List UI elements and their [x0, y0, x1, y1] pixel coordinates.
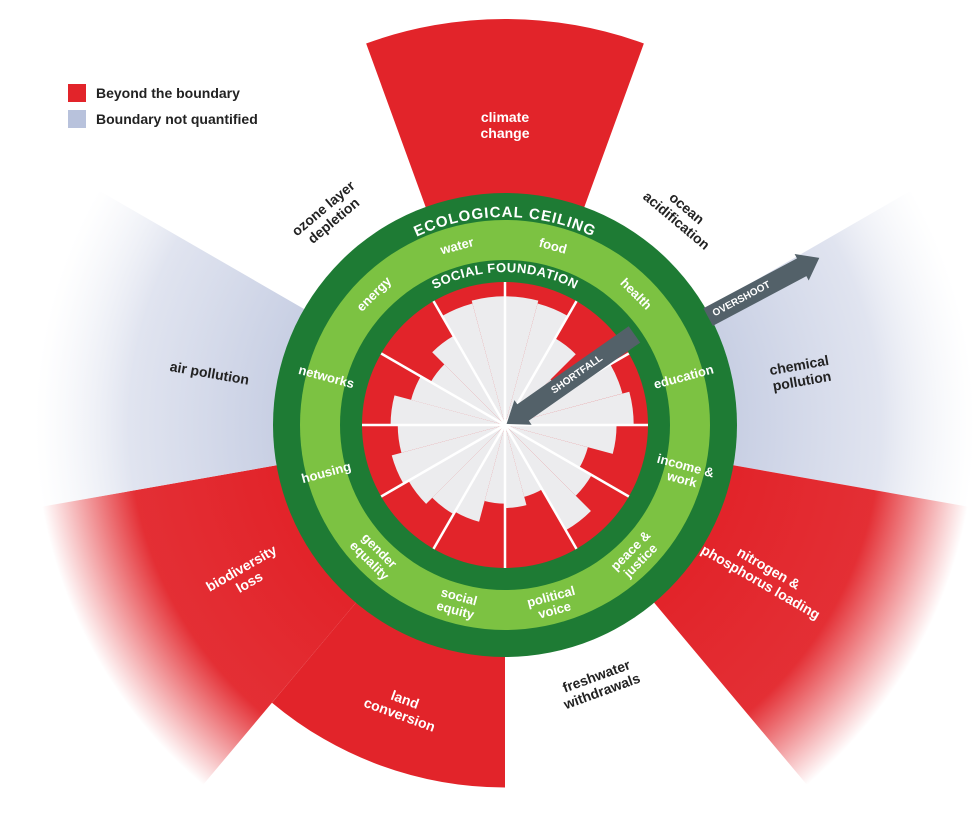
social-label-food: food	[537, 235, 568, 257]
social-spoke	[432, 300, 507, 426]
social-wedge-income-work	[505, 425, 617, 454]
social-wedge-education	[505, 391, 634, 425]
social-wedge-social-equity	[454, 425, 505, 522]
social-wedge-gender-equality	[432, 425, 505, 515]
eco-label-ocean-acidification: oceanacidification	[640, 176, 723, 253]
eco-label-freshwater-withdrawals: freshwaterwithdrawals	[555, 655, 642, 713]
legend-label-not-quantified: Boundary not quantified	[96, 111, 258, 127]
legend-swatch-beyond	[68, 84, 86, 102]
social-spoke	[432, 424, 507, 550]
social-spoke	[504, 423, 630, 498]
legend-item-beyond: Beyond the boundary	[68, 80, 258, 106]
eco-label-ozone-layer-depletion: ozone layerdepletion	[288, 177, 368, 251]
social-wedge-energy	[430, 364, 505, 425]
social-wedge-water	[471, 296, 505, 425]
social-wedge-peace-justice	[505, 425, 592, 496]
social-spoke	[380, 423, 506, 498]
social-label-social-equity: socialequity	[435, 584, 480, 622]
social-wedge-gender-equality	[408, 425, 505, 504]
social-wedge-housing	[391, 425, 505, 484]
social-wedge-energy	[432, 335, 505, 425]
legend-swatch-not-quantified	[68, 110, 86, 128]
social-wedge-housing	[397, 425, 505, 453]
social-wedge-political-voice	[505, 425, 527, 508]
social-spoke	[503, 424, 578, 550]
social-wedge-networks	[390, 395, 505, 425]
social-wedge-food	[505, 296, 539, 425]
social-wedge-social-equity	[484, 425, 505, 504]
social-wedge-water	[442, 303, 505, 425]
social-wedge-peace-justice	[505, 425, 591, 531]
legend-label-beyond: Beyond the boundary	[96, 85, 240, 101]
social-wedge-food	[505, 303, 568, 425]
legend: Beyond the boundary Boundary not quantif…	[68, 80, 258, 132]
legend-item-not-quantified: Boundary not quantified	[68, 106, 258, 132]
social-spoke	[380, 352, 506, 427]
